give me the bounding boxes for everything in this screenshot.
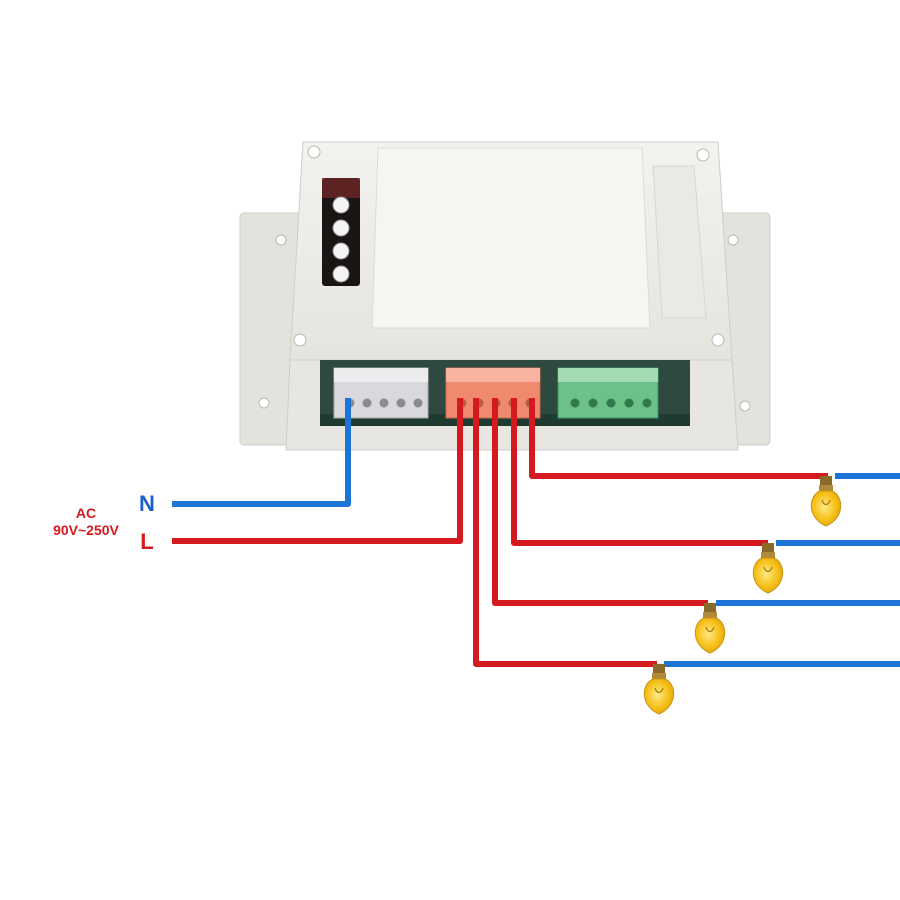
mount-hole [727,234,739,246]
mount-hole [275,234,287,246]
live-load-1-wire [529,398,828,479]
terminal-block-green [557,367,659,419]
neutral-label: N [139,491,155,516]
button-panel [322,178,360,286]
mount-hole [739,400,751,412]
live-wires [172,398,828,667]
live-load-3-wire [492,398,708,606]
live-load-4-wire [473,398,657,667]
live-load-2-wire [511,398,768,546]
live-label: L [140,529,153,554]
live-input-wire [172,398,463,544]
lamp-load-4 [643,664,675,715]
voltage-label: 90V~250V [53,522,119,538]
lid-screw [307,145,321,159]
channel-button-1[interactable] [332,196,350,214]
lamp-load-1 [810,476,842,527]
channel-button-4[interactable] [332,265,350,283]
lid-screw [696,148,710,162]
lamp-load-3 [694,603,726,654]
enclosure-ridge [652,165,707,319]
neutral-input-wire [172,398,351,507]
enclosure-lid [371,147,651,329]
neutral-wires [172,398,900,667]
ac-label: AC [76,505,96,521]
lid-screw [293,333,307,347]
lid-screw [711,333,725,347]
mount-hole [258,397,270,409]
lamp-load-2 [752,543,784,594]
channel-button-3[interactable] [332,242,350,260]
channel-button-2[interactable] [332,219,350,237]
